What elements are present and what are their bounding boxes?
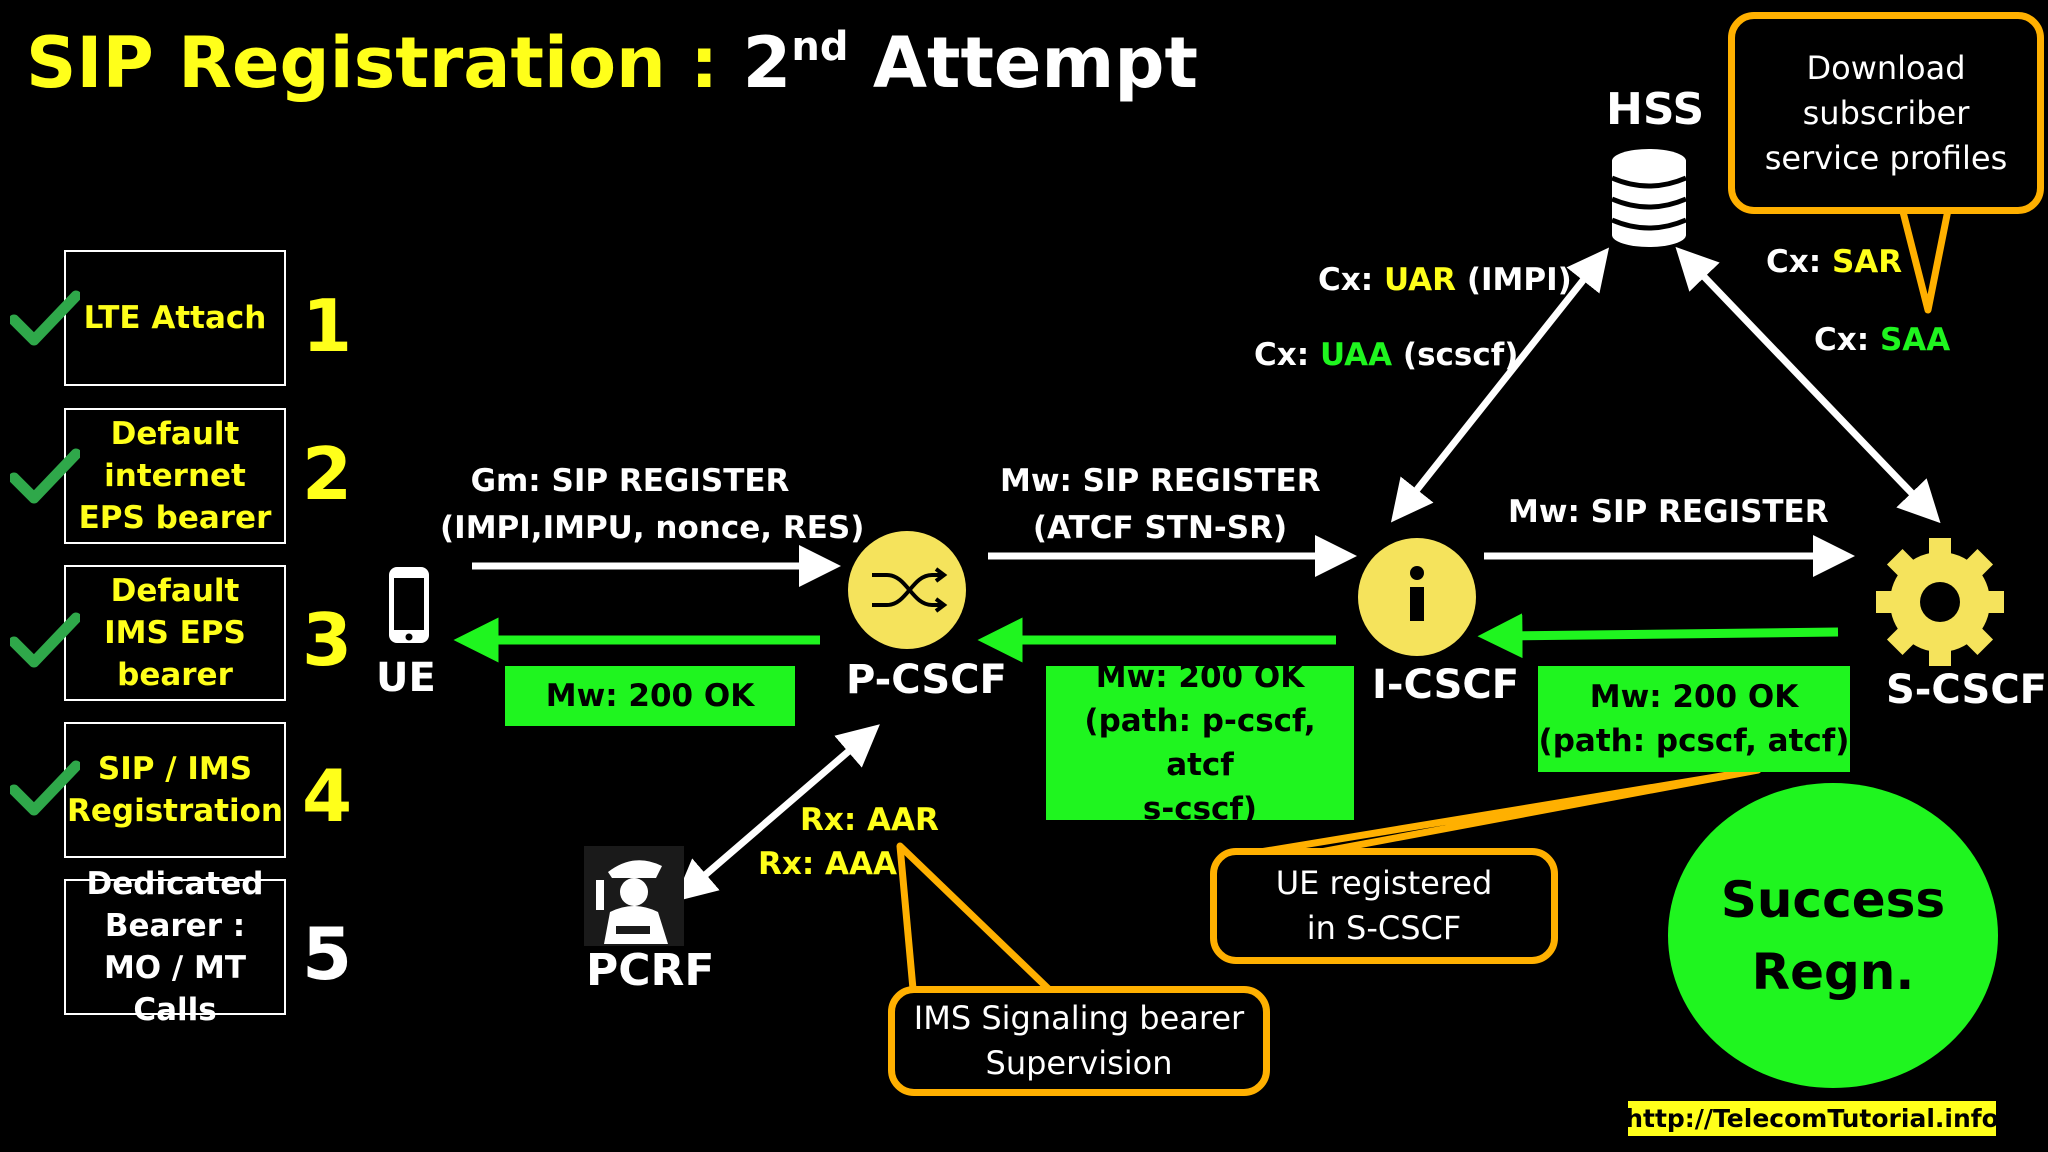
step-2-box: Default internet EPS bearer (64, 408, 286, 544)
node-hss-label: HSS (1606, 84, 1705, 135)
step-2-number: 2 (302, 432, 353, 516)
arrow-hss-scscf (1675, 246, 1941, 524)
arrow-pcscf-pcrf (674, 724, 880, 902)
node-icscf-label: I-CSCF (1372, 662, 1520, 708)
node-pcscf-label: P-CSCF (846, 657, 1007, 703)
cx-sar-label: Cx: SAR (1766, 244, 1903, 280)
step-5-box: Dedicated Bearer : MO / MT Calls (64, 866, 286, 1028)
node-pcrf-label: PCRF (586, 945, 715, 996)
check-icon (10, 290, 80, 346)
step-1-number: 1 (302, 284, 353, 368)
rx-aar-label: Rx: AAR (800, 802, 939, 838)
node-ue-label: UE (376, 655, 436, 701)
step-4-box: SIP / IMS Registration (64, 722, 286, 858)
check-icon (10, 760, 80, 816)
database-icon (1611, 149, 1687, 247)
ok-2-box: Mw: 200 OK (path: p-cscf, atcf s-cscf) (1046, 659, 1354, 827)
callout-ims-signaling: IMS Signaling bearer Supervision (888, 986, 1270, 1096)
ok-3-box: Mw: 200 OK (path: pcscf, atcf) (1538, 666, 1850, 772)
gm-register-label: Gm: SIP REGISTER (IMPI,IMPU, nonce, RES) (440, 463, 865, 546)
callout-ue-registered: UE registered in S-CSCF (1210, 848, 1558, 964)
step-3-box: Default IMS EPS bearer (64, 565, 286, 701)
step-1-box: LTE Attach (64, 250, 286, 386)
page-title: SIP Registration : 2nd Attempt (26, 22, 1198, 104)
arrow-icscf-hss (1390, 247, 1610, 523)
step-3-number: 3 (302, 598, 353, 682)
callout-download-profiles: Download subscriber service profiles (1728, 12, 2044, 214)
callout-tail-download (1896, 196, 1954, 314)
ok-1-box: Mw: 200 OK (505, 666, 795, 726)
step-4-number: 4 (302, 754, 353, 838)
check-icon (10, 448, 80, 504)
cx-saa-label: Cx: SAA (1814, 322, 1951, 358)
mw-register-2-label: Mw: SIP REGISTER (1508, 494, 1829, 530)
mw-register-1-label: Mw: SIP REGISTER (ATCF STN-SR) (1000, 463, 1321, 546)
node-scscf-label: S-CSCF (1886, 667, 2047, 713)
info-icon (1358, 538, 1476, 656)
cx-uaa-label: Cx: UAA (scscf) (1254, 337, 1519, 373)
check-icon (10, 612, 80, 668)
rx-aaa-label: Rx: AAA (758, 846, 898, 882)
callout-tail-ims-signaling (896, 842, 1064, 1004)
gear-icon (1876, 538, 2004, 666)
arrow-scscf-to-icscf (1477, 613, 1839, 659)
phone-icon (389, 567, 429, 643)
policeman-icon (584, 846, 684, 946)
source-url: http://TelecomTutorial.info (1625, 1101, 1999, 1136)
cx-uar-label: Cx: UAR (IMPI) (1318, 262, 1572, 298)
step-5-number: 5 (302, 912, 353, 996)
shuffle-icon (848, 531, 966, 649)
